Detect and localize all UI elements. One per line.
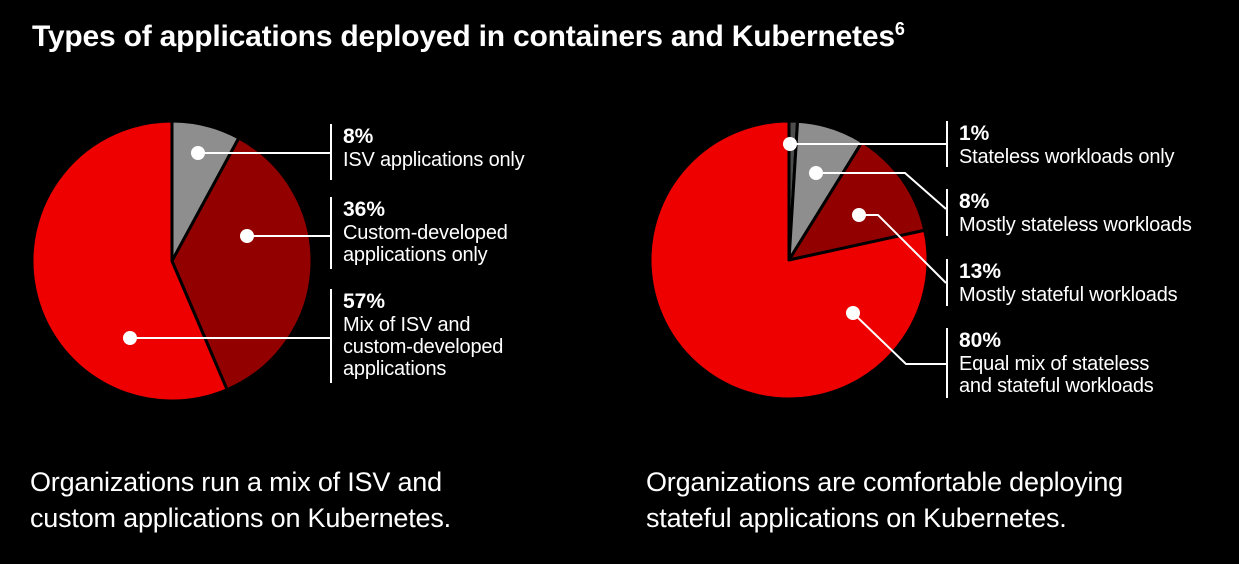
leader-dot-80pct <box>846 306 860 320</box>
callout-pct: 80% <box>959 329 1002 352</box>
leader-line-8pct <box>816 172 947 210</box>
callout-line: applications <box>343 358 447 380</box>
leader-dot-1pct <box>783 137 797 151</box>
callout-line: applications only <box>343 244 488 266</box>
callout-pct: 8% <box>343 125 374 148</box>
callout-pct: 57% <box>343 290 386 313</box>
callout-line: and stateful workloads <box>959 375 1154 397</box>
caption-right: Organizations are comfortable deploying … <box>646 467 1123 533</box>
callout-pct: 8% <box>959 190 990 213</box>
pie-slice-80pct <box>648 119 930 401</box>
leader-dot-36pct <box>240 229 254 243</box>
callout-line: Equal mix of stateless <box>959 353 1150 375</box>
page-title-text: Types of applications deployed in contai… <box>32 20 895 53</box>
page-title: Types of applications deployed in contai… <box>32 20 905 54</box>
callout-line: Stateless workloads only <box>959 146 1175 168</box>
callout-right-mostly-stateful: 13% Mostly stateful workloads <box>946 259 1178 306</box>
callout-line: custom-developed <box>343 336 504 358</box>
callout-right-stateless-only: 1% Stateless workloads only <box>946 121 1175 168</box>
callout-pct: 36% <box>343 198 386 221</box>
callout-line: Mostly stateless workloads <box>959 214 1192 236</box>
callout-left-mix: 57% Mix of ISV and custom-developed appl… <box>330 289 503 383</box>
callout-line: ISV applications only <box>343 149 525 171</box>
callout-line: Mix of ISV and <box>343 314 471 336</box>
callout-line: Custom-developed <box>343 222 508 244</box>
callout-right-mostly-stateless: 8% Mostly stateless workloads <box>946 189 1192 236</box>
leader-dot-13pct <box>852 208 866 222</box>
callout-line: Mostly stateful workloads <box>959 284 1178 306</box>
callout-left-custom-only: 36% Custom-developed applications only <box>330 197 508 269</box>
page-title-superscript: 6 <box>894 19 905 39</box>
callout-pct: 1% <box>959 122 990 145</box>
callout-left-isv-only: 8% ISV applications only <box>330 124 525 180</box>
leader-dot-8pct <box>809 166 823 180</box>
leader-line-80pct <box>852 312 946 365</box>
callout-pct: 13% <box>959 260 1002 283</box>
pie-slice-13pct <box>787 140 927 262</box>
caption-left: Organizations run a mix of ISV and custo… <box>30 467 451 533</box>
leader-dot-8pct <box>191 146 205 160</box>
leader-dot-57pct <box>123 331 137 345</box>
pie-slice-57pct <box>30 119 229 403</box>
pie-slice-36pct <box>170 136 314 392</box>
callout-right-equal-mix: 80% Equal mix of stateless and stateful … <box>946 328 1154 398</box>
